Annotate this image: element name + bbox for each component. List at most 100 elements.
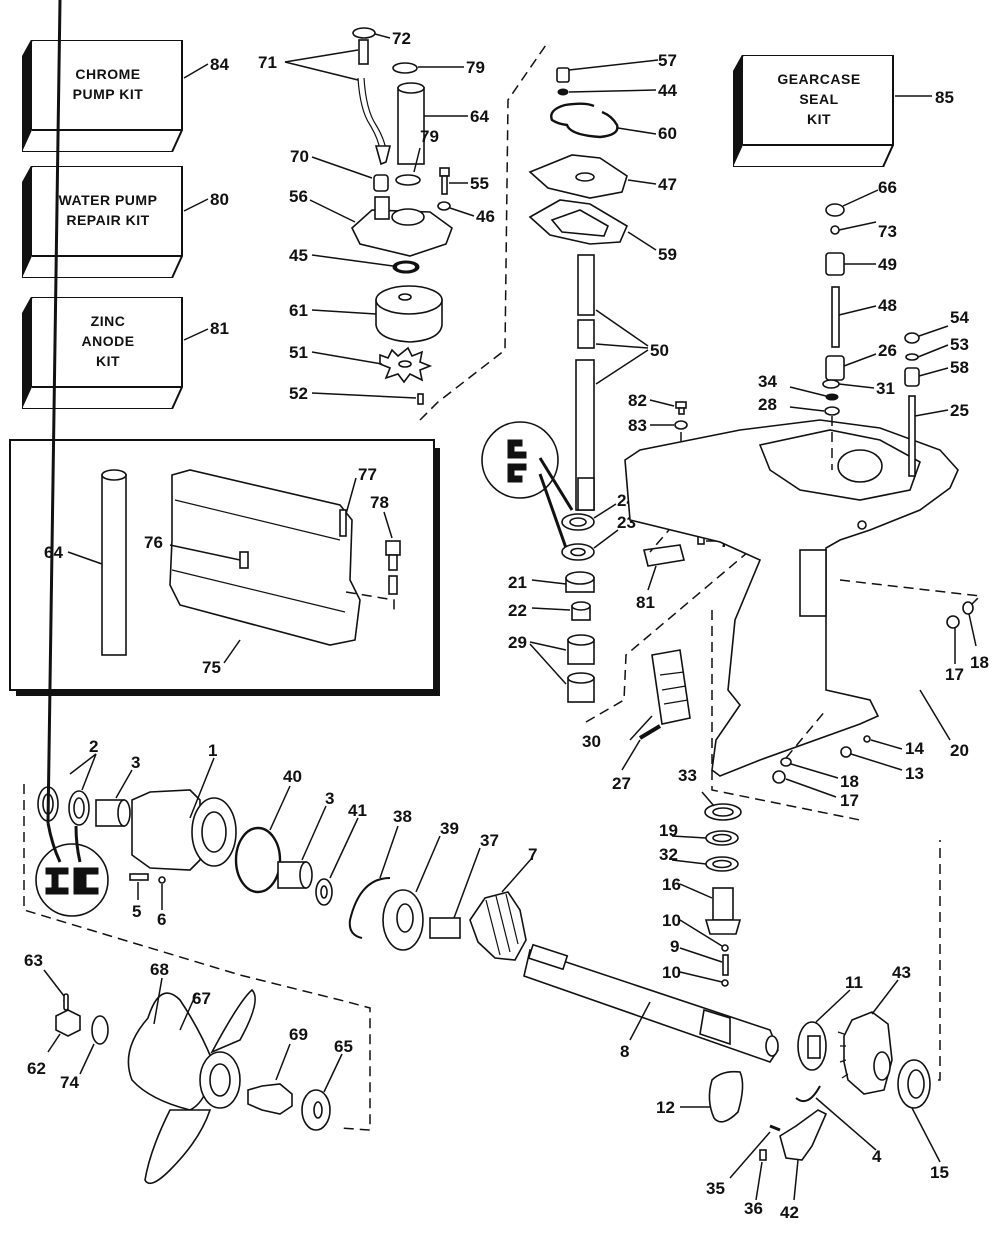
callout-60: 60 — [658, 124, 677, 143]
driveshaft-coupler-part — [577, 319, 595, 349]
callout-14: 14 — [905, 739, 924, 758]
callout-73: 73 — [878, 222, 897, 241]
bolt-part — [439, 167, 450, 177]
callout-10: 10 — [662, 911, 681, 930]
o-ring-part — [395, 174, 421, 186]
drain-plug-part — [946, 615, 960, 629]
nut-part — [830, 225, 840, 235]
kit-label-line: WATER PUMP — [58, 192, 158, 208]
kit-callouts: 84 80 81 85 — [183, 55, 954, 341]
impeller-part — [379, 346, 433, 384]
callout-33: 33 — [678, 766, 697, 785]
seal-ring-part — [550, 102, 619, 139]
callout-79: 79 — [466, 58, 485, 77]
seal-detail-circle — [35, 843, 109, 917]
kit-label-line: KIT — [95, 353, 121, 369]
driveshaft-upper-part — [577, 254, 595, 316]
screw-part — [638, 724, 662, 740]
shift-lever-part — [779, 1109, 828, 1161]
washer-part — [437, 201, 451, 211]
cover-plate-part — [651, 649, 691, 725]
callout-42: 42 — [780, 1203, 799, 1222]
callout-81-part: 81 — [636, 593, 655, 612]
exhaust-housing-inset: 64 77 78 76 75 — [9, 439, 440, 696]
gearcase-group: 17 18 14 13 20 18 17 — [624, 419, 989, 821]
callout-46: 46 — [476, 207, 495, 226]
o-ring-part — [392, 62, 418, 74]
kit-label-line: PUMP KIT — [72, 86, 144, 102]
callout-81: 81 — [210, 319, 229, 338]
kit-label-line: ZINC — [90, 313, 126, 329]
seal-detail-circle — [481, 421, 559, 499]
connector-part — [825, 252, 845, 276]
exhaust-housing-part — [169, 469, 361, 646]
screw-part — [675, 401, 687, 409]
o-ring-part — [234, 826, 282, 894]
callout-18b: 18 — [840, 772, 859, 791]
callout-83: 83 — [628, 416, 647, 435]
callout-15: 15 — [930, 1163, 949, 1182]
water-pump-group: 72 71 79 64 79 70 55 56 46 45 61 51 52 — [258, 27, 495, 405]
shift-rod-group: 66 73 49 48 54 53 26 58 34 31 28 25 — [758, 178, 969, 477]
callout-39: 39 — [440, 819, 459, 838]
callout-44: 44 — [658, 81, 677, 100]
washer-part — [780, 757, 792, 767]
callout-53: 53 — [950, 335, 969, 354]
forward-gear-group: 11 43 15 12 4 42 35 36 — [656, 840, 949, 1222]
lockwasher-part — [905, 353, 919, 361]
drain-plug-part — [772, 770, 786, 784]
washer-part — [962, 601, 974, 615]
callout-12: 12 — [656, 1098, 675, 1117]
stud-part — [908, 395, 916, 477]
callout-54: 54 — [950, 308, 969, 327]
o-ring-part — [158, 876, 166, 884]
callout-38: 38 — [393, 807, 412, 826]
callout-32: 32 — [659, 845, 678, 864]
clip-part — [795, 1085, 821, 1102]
callout-63: 63 — [24, 951, 43, 970]
pin-part — [769, 1124, 781, 1132]
callout-84: 84 — [210, 55, 229, 74]
callout-66: 66 — [878, 178, 897, 197]
water-tube-part — [397, 87, 425, 165]
callout-19: 19 — [659, 821, 678, 840]
callout-78: 78 — [370, 493, 389, 512]
callout-16: 16 — [662, 875, 681, 894]
callout-25: 25 — [950, 401, 969, 420]
callout-41: 41 — [348, 801, 367, 820]
callout-3: 3 — [131, 753, 140, 772]
spacer-part — [904, 367, 920, 387]
callout-51: 51 — [289, 343, 308, 362]
callout-30: 30 — [582, 732, 601, 751]
callout-2: 2 — [89, 737, 98, 756]
gearcase-window — [799, 549, 827, 617]
washer-part — [824, 406, 840, 416]
thrust-hub-part — [247, 1083, 293, 1115]
o-ring-part — [822, 379, 840, 389]
washer-part — [674, 420, 688, 430]
kit-label-line: REPAIR KIT — [66, 212, 150, 228]
water-tube-part — [101, 474, 127, 656]
callout-70: 70 — [290, 147, 309, 166]
callout-75: 75 — [202, 658, 221, 677]
bushing-part — [429, 917, 461, 939]
callout-72: 72 — [392, 29, 411, 48]
screw-part — [129, 873, 149, 881]
o-ring-part — [557, 88, 569, 96]
callout-45: 45 — [289, 246, 308, 265]
kit-box-shape — [22, 297, 183, 409]
callout-55: 55 — [470, 174, 489, 193]
bolt-part — [385, 540, 401, 556]
kit-label-line: SEAL — [799, 91, 839, 107]
callout-58: 58 — [950, 358, 969, 377]
grommet-part — [352, 27, 376, 39]
grommet-part — [825, 203, 845, 217]
pinion-part — [712, 887, 734, 921]
callout-47: 47 — [658, 175, 677, 194]
callout-56: 56 — [289, 187, 308, 206]
stud-part — [339, 509, 347, 537]
callout-3b: 3 — [325, 789, 334, 808]
callout-67: 67 — [192, 989, 211, 1008]
kit-label-line: CHROME — [75, 66, 141, 82]
spring-part — [722, 954, 729, 976]
